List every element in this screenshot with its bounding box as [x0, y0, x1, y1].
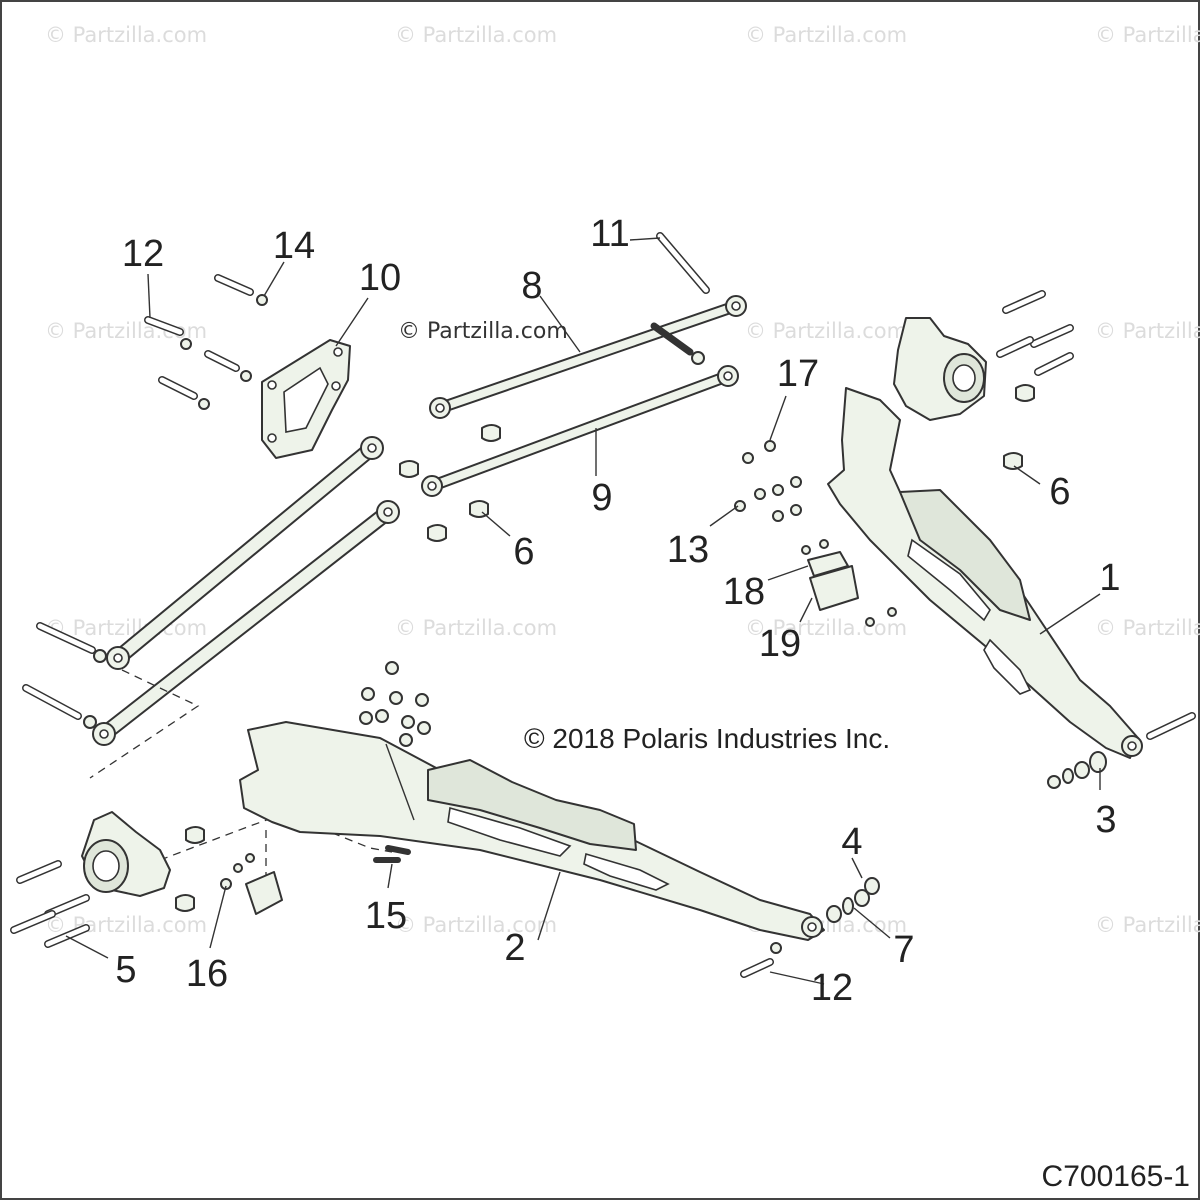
- callout-10: 10: [359, 257, 401, 299]
- callout-18: 18: [723, 571, 765, 613]
- bolt-group-upper-left: [144, 274, 268, 410]
- figure-id: C700165-1: [1042, 1160, 1190, 1193]
- callout-19: 19: [759, 623, 801, 665]
- watermark: © Partzilla.com: [395, 616, 557, 640]
- washer-group-3: [1047, 751, 1107, 789]
- callout-6: 6: [1049, 471, 1070, 513]
- callout-labels: 1 2 3 4 5 6 6 7 8 9 10 11 12 12 13 14 15…: [115, 213, 1120, 1009]
- watermark: © Partzilla.com: [1095, 913, 1200, 937]
- watermark: © Partzilla.com: [45, 616, 207, 640]
- callout-4: 4: [841, 821, 862, 863]
- alignment-line: [89, 669, 200, 779]
- watermark: © Partzilla.com: [745, 23, 907, 47]
- watermark: © Partzilla.com: [45, 23, 207, 47]
- upper-control-rod: [429, 295, 747, 419]
- watermark: © Partzilla.com: [1095, 616, 1200, 640]
- radius-rod-upper: [106, 436, 384, 670]
- watermark: © Partzilla.com: [745, 616, 907, 640]
- leader-lines: [65, 237, 1101, 985]
- callout-12: 12: [122, 233, 164, 275]
- callout-15: 15: [365, 895, 407, 937]
- callout-1: 1: [1099, 557, 1120, 599]
- hardware-group-right-lower: [740, 877, 880, 978]
- partzilla-watermark: © Partzilla.com: [398, 319, 568, 344]
- callout-7: 7: [893, 929, 914, 971]
- trailing-arm-left: [239, 721, 825, 941]
- bolt-group-rod-ends: [22, 622, 107, 729]
- callout-2: 2: [504, 927, 525, 969]
- nut-group-lower: [359, 661, 431, 747]
- watermark: © Partzilla.com: [1095, 23, 1200, 47]
- copyright-notice: © 2018 Polaris Industries Inc.: [524, 723, 890, 754]
- bushing-group-center: [399, 424, 501, 542]
- watermark: © Partzilla.com: [395, 23, 557, 47]
- watermark: © Partzilla.com: [395, 913, 557, 937]
- screw-15: [373, 845, 411, 863]
- callout-8: 8: [521, 265, 542, 307]
- bolt-group-right-upper: [996, 290, 1074, 376]
- callout-16: 16: [186, 953, 228, 995]
- skid-plate-right: [801, 539, 897, 627]
- callout-17: 17: [777, 353, 819, 395]
- bolt-11: [650, 232, 710, 365]
- callout-5: 5: [115, 949, 136, 991]
- watermark-grid: © Partzilla.com © Partzilla.com © Partzi…: [45, 23, 1200, 937]
- callout-11: 11: [590, 213, 629, 255]
- bolt-right-pivot: [1146, 712, 1196, 740]
- callout-12: 12: [811, 967, 853, 1009]
- callout-6: 6: [513, 531, 534, 573]
- lower-control-rod: [421, 365, 739, 497]
- callout-9: 9: [591, 477, 612, 519]
- watermark: © Partzilla.com: [745, 319, 907, 343]
- skid-plate-left: [220, 853, 283, 915]
- watermark: © Partzilla.com: [1095, 319, 1200, 343]
- bearing-carrier-left: [81, 811, 205, 912]
- callout-13: 13: [667, 529, 709, 571]
- mounting-bracket: [261, 339, 351, 459]
- callout-14: 14: [273, 225, 315, 267]
- trailing-arm-right: [827, 387, 1143, 759]
- callout-3: 3: [1095, 799, 1116, 841]
- nut-group-13: [734, 440, 802, 522]
- radius-rod-lower: [92, 500, 400, 746]
- bolt-group-5: [10, 860, 90, 948]
- bearing-carrier-right: [893, 317, 1035, 470]
